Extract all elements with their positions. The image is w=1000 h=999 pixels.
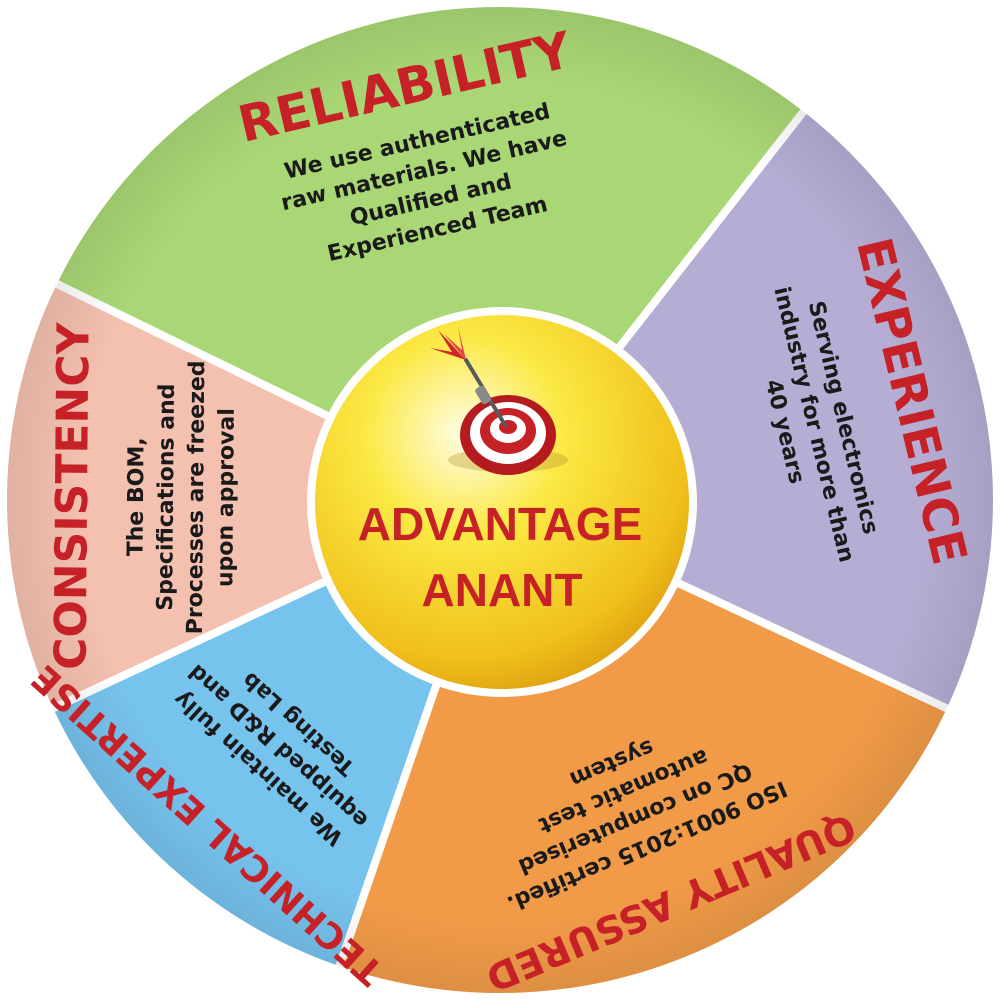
segment-desc-line: The BOM, [123,437,149,556]
segment-desc-line: Processes are freezed [183,360,210,634]
segment-desc-line: upon approval [213,408,240,587]
center-sphere [315,315,689,689]
segment-desc-line: Specifications and [153,383,180,610]
dart-target-icon [430,326,568,475]
center-title-line2: ANANT [422,564,583,616]
segment-title-consistency: CONSISTENCY [46,321,100,670]
center-hub: ADVANTAGE ANANT [307,307,697,697]
center-title-line1: ADVANTAGE [358,498,643,550]
